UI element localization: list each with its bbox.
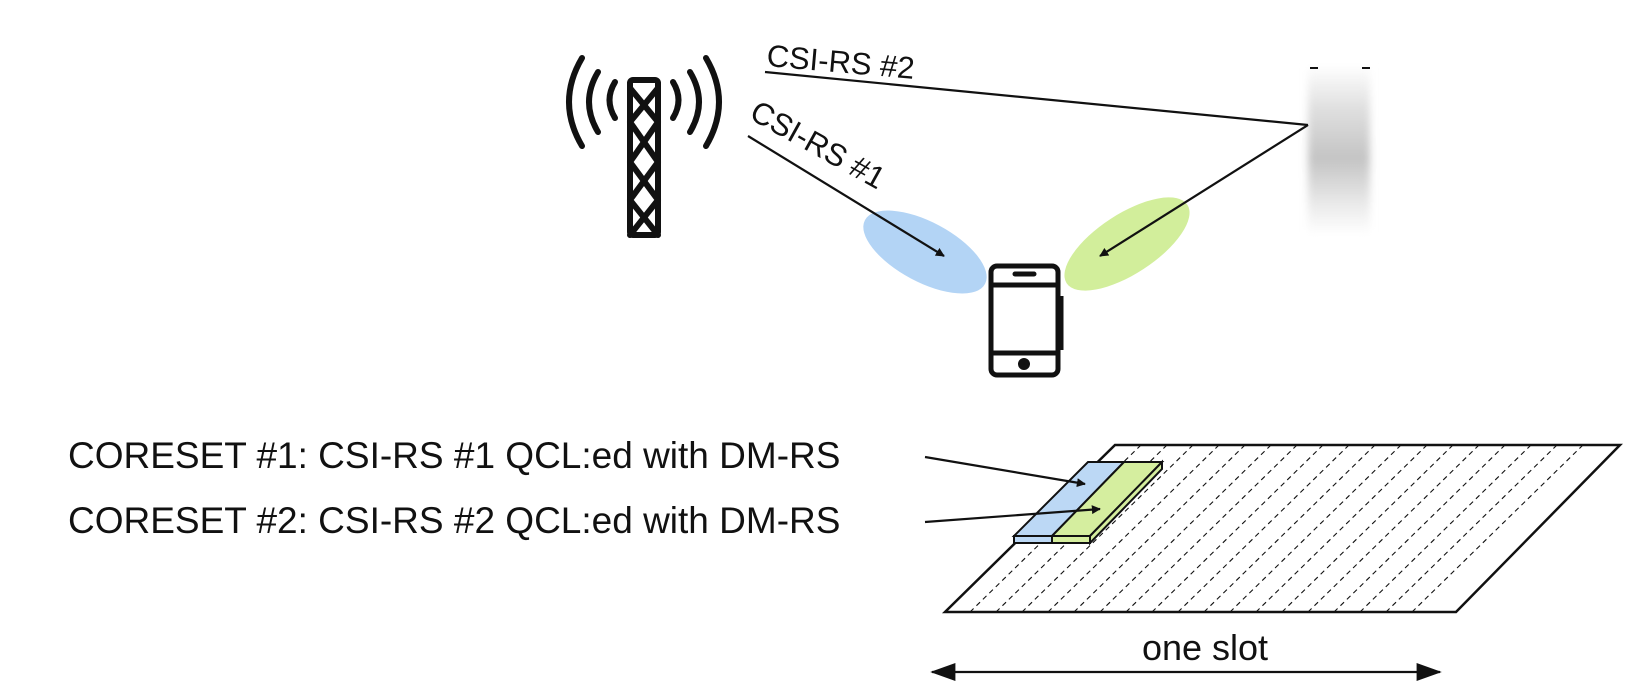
coreset-2-block: [1049, 459, 1165, 546]
coreset-1-pointer-arrow: [924, 455, 1086, 488]
coreset-1-label: CORESET #1: CSI-RS #1 QCL:ed with DM-RS: [68, 435, 840, 476]
csi-rs-1-label: CSI-RS #1: [745, 94, 892, 196]
one-slot-label: one slot: [1142, 627, 1268, 668]
coreset-2-pointer-arrow: [924, 505, 1101, 524]
smartphone-icon: [988, 263, 1064, 378]
csi-rs-2-label: CSI-RS #2: [765, 38, 916, 86]
csi-rs-2-reflected-arrow: [1099, 124, 1309, 257]
reflector-object: [1308, 65, 1370, 235]
coreset-2-label: CORESET #2: CSI-RS #2 QCL:ed with DM-RS: [68, 500, 840, 541]
csi-rs-2-beam-path: [764, 70, 1309, 127]
csi-rs-1-beam-arrow: [747, 135, 945, 257]
cell-tower-icon: [566, 55, 722, 238]
beam-1-ellipse: [863, 210, 987, 294]
beam-2-ellipse: [1064, 197, 1190, 291]
